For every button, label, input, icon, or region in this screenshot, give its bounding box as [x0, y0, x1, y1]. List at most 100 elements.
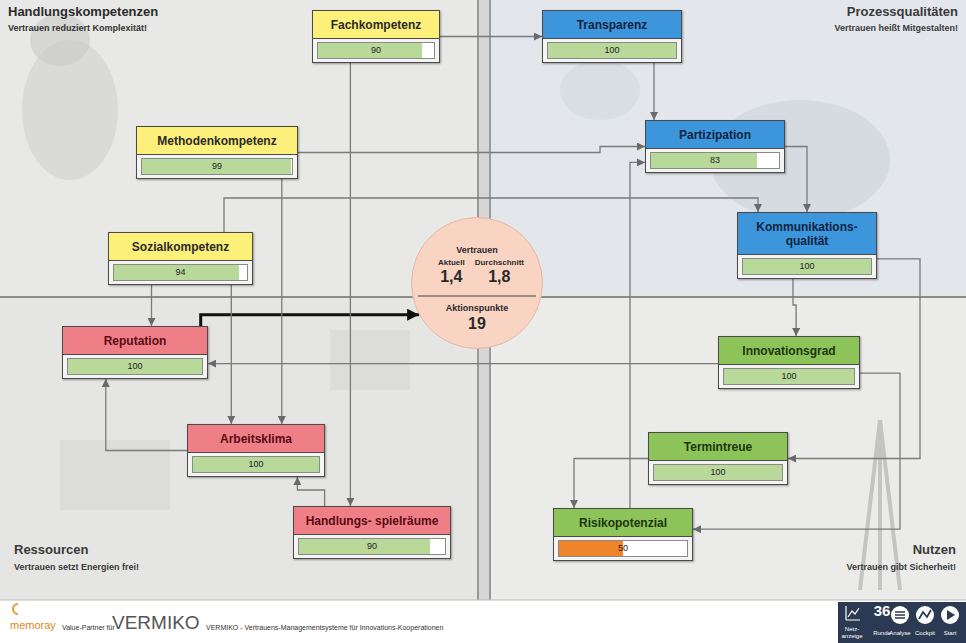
indicator-box: Risikopotenzial 50	[553, 508, 693, 561]
text-label: Ressourcen	[14, 543, 88, 558]
text-label: Nutzen	[913, 543, 956, 558]
footer-rule	[0, 600, 966, 601]
box-title: Arbeitsklima	[188, 425, 324, 453]
box-title: Reputation	[63, 327, 207, 355]
value-bar: 50	[558, 540, 688, 557]
toolbar	[838, 602, 966, 643]
text-label: Start	[938, 630, 962, 637]
influence-connector	[630, 162, 645, 508]
circle-divider	[418, 295, 536, 297]
value-fill	[651, 153, 757, 168]
text-label: VERMIKO - Vertrauens-Managementsysteme f…	[206, 624, 443, 632]
influence-connector	[151, 285, 152, 326]
quadrant-ground	[490, 297, 966, 600]
value-bar: 100	[192, 456, 320, 473]
text-label: VERMIKO	[112, 612, 200, 634]
text-label: 36	[870, 602, 894, 619]
influence-connector	[208, 363, 718, 364]
photo-shape	[330, 330, 410, 390]
box-title: Transparenz	[543, 11, 681, 39]
indicator-box: Transparenz 100	[542, 10, 682, 63]
text-label: Handlungskompetenzen	[8, 5, 158, 20]
text-label: Prozessqualitäten	[847, 5, 958, 20]
text-label: Netz- anzeige	[839, 626, 865, 640]
indicator-box: Partizipation 83	[645, 120, 785, 173]
footer-band	[0, 600, 966, 643]
value-bar: 99	[141, 158, 293, 175]
action-caption: Aktionspunkte	[412, 303, 542, 313]
box-title: Termintreue	[649, 433, 787, 461]
value-number: 94	[114, 265, 247, 280]
box-title: Kommunikations- qualität	[738, 213, 876, 255]
analyse-icon	[891, 606, 909, 624]
box-title: Partizipation	[646, 121, 784, 149]
value-number: 1,4	[430, 268, 473, 286]
indicator-box: Arbeitsklima 100	[187, 424, 325, 477]
start-icon-glyph	[947, 610, 955, 620]
box-title: Handlungs- spielräume	[294, 507, 450, 535]
value-bar: 100	[67, 358, 203, 375]
quadrant-ground	[490, 0, 966, 297]
influence-connector	[297, 477, 324, 506]
text-label: memoray	[10, 619, 56, 632]
value-bar: 100	[653, 464, 783, 481]
box-title: Methodenkompetenz	[137, 127, 297, 155]
cockpit-icon	[916, 606, 934, 624]
text-label: Vertrauen setzt Energien frei!	[14, 562, 139, 572]
value-number: 83	[651, 153, 779, 168]
influence-connector	[440, 36, 542, 37]
value-bar: 100	[547, 42, 677, 59]
cockpit-icon-glyph	[919, 610, 931, 619]
value-number: 100	[68, 359, 202, 374]
value-number: 90	[299, 539, 445, 554]
text-label: Vertrauen heißt Mitgestalten!	[834, 23, 958, 33]
value-bar: 90	[298, 538, 446, 555]
indicator-box: Reputation 100	[62, 326, 208, 379]
action-number: 19	[412, 315, 542, 333]
value-number: 100	[193, 457, 319, 472]
influence-connector	[653, 63, 654, 120]
value-bar: 94	[113, 264, 248, 281]
indicator-box: Innovationsgrad 100	[718, 336, 860, 389]
indicator-box: Termintreue 100	[648, 432, 788, 485]
main-arrow	[201, 315, 419, 326]
net-icon	[846, 606, 860, 620]
photo-shape	[560, 60, 640, 120]
influence-connector	[231, 285, 232, 424]
value-number: 50	[559, 541, 687, 556]
indicator-box: Methodenkompetenz 99	[136, 126, 298, 179]
box-title: Innovationsgrad	[719, 337, 859, 365]
influence-connector	[281, 179, 282, 424]
influence-connector	[574, 459, 648, 509]
indicator-box: Sozialkompetenz 94	[108, 232, 253, 285]
photo-shape	[30, 14, 90, 66]
value-bar: 100	[742, 258, 872, 275]
start-icon	[941, 606, 959, 624]
value-fill	[559, 541, 623, 556]
text-label: Analyse	[888, 630, 912, 637]
value-caption: Durchschnitt	[475, 258, 524, 268]
box-title: Risikopotenzial	[554, 509, 692, 537]
quadrant-ground	[0, 297, 478, 600]
circle-values: AktuellDurchschnitt1,41,8	[412, 258, 542, 286]
box-title: Sozialkompetenz	[109, 233, 252, 261]
value-number: 1,8	[475, 268, 524, 286]
influence-connector	[785, 147, 807, 213]
influence-connector	[350, 63, 351, 506]
value-bar: 90	[317, 42, 435, 59]
box-title: Fachkompetenz	[313, 11, 439, 39]
quadrant-ground	[0, 0, 478, 297]
value-fill	[299, 539, 430, 554]
value-number: 100	[724, 369, 854, 384]
influence-connector	[106, 379, 187, 451]
text-label: Value-Partner für	[62, 624, 115, 632]
indicator-box: Fachkompetenz 90	[312, 10, 440, 63]
indicator-box: Kommunikations- qualität 100	[737, 212, 877, 279]
indicator-box: Handlungs- spielräume 90	[293, 506, 451, 559]
circle-heading: Vertrauen	[412, 245, 542, 255]
text-label: Cockpit	[913, 630, 937, 637]
value-number: 99	[142, 159, 292, 174]
value-number: 100	[548, 43, 676, 58]
